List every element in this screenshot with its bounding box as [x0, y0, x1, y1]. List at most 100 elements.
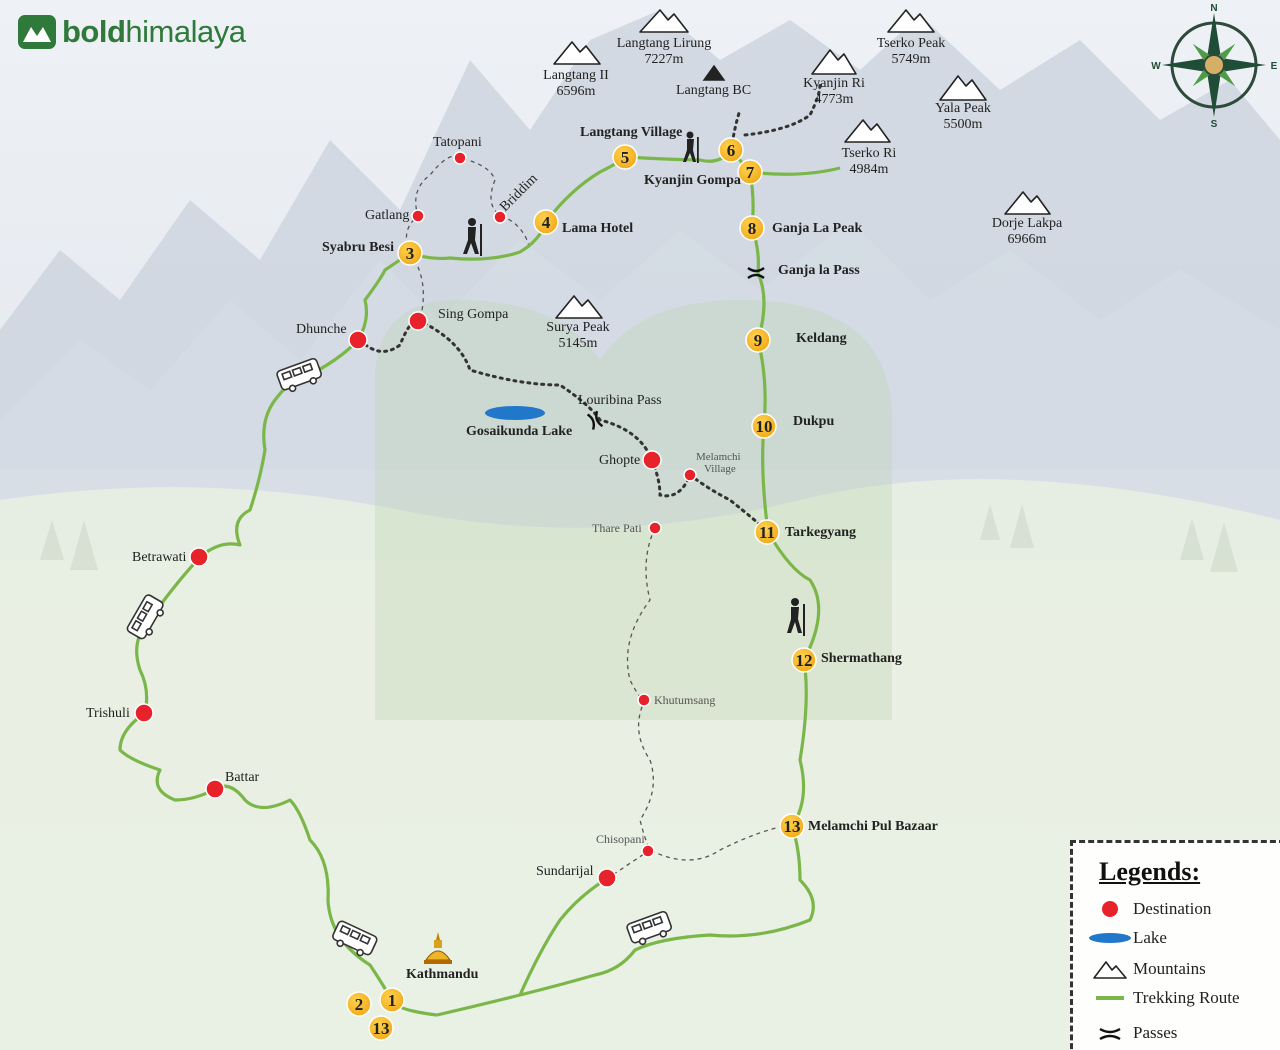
- destination-ghopte: [642, 450, 662, 470]
- label-kathmandu: Kathmandu: [406, 967, 479, 982]
- stop-marker: 5: [612, 144, 638, 170]
- label-chisopani: Chisopani: [596, 832, 645, 846]
- stop-number: 4: [542, 213, 551, 232]
- mountain-name: Dorje Lakpa: [992, 216, 1063, 231]
- compass-e: E: [1271, 61, 1278, 72]
- mountain-icon: [553, 41, 601, 65]
- stop-circle: [612, 144, 638, 170]
- legend-label: Lake: [1133, 928, 1167, 947]
- hiker-icon: [683, 131, 699, 163]
- destination-sundarijal: [597, 868, 617, 888]
- legend-item-destination: Destination: [1087, 899, 1211, 919]
- pass-icon: [1099, 1027, 1121, 1041]
- label-khutumsang: Khutumsang: [654, 693, 715, 707]
- stop-circle: [791, 647, 817, 673]
- stop-marker: 1: [379, 987, 405, 1013]
- stop-marker: 8: [739, 215, 765, 241]
- stop-marker: 12: [791, 647, 817, 673]
- bus-icons: [126, 357, 672, 957]
- mountain-name: Langtang Lirung: [617, 36, 711, 51]
- brand-logo[interactable]: boldhimalaya: [18, 14, 246, 50]
- label-sundarijal: Sundarijal: [536, 864, 594, 879]
- legend-item-lake: Lake: [1087, 928, 1167, 948]
- stop-circle: [346, 991, 372, 1017]
- compass: N S E W: [1151, 3, 1277, 130]
- legend-item-trekking-route: Trekking Route: [1087, 988, 1240, 1008]
- logo-icon: [18, 15, 56, 49]
- destination-betrawati: [189, 547, 209, 567]
- label-gosaikunda: Gosaikunda Lake: [466, 424, 572, 439]
- mountain-name: Langtang II: [543, 68, 609, 83]
- destination-melamchi-village: [683, 468, 697, 482]
- bus-icon: [332, 920, 378, 957]
- mountain-icon: [1004, 191, 1051, 215]
- legend-label: Destination: [1133, 899, 1212, 918]
- mountain-name: Kyanjin Ri: [803, 76, 865, 91]
- mountain-icon: [887, 9, 935, 33]
- destination-dots: [134, 151, 697, 888]
- stop-circle: [751, 413, 777, 439]
- stop-number: 8: [748, 219, 757, 238]
- destination-thare-pati: [648, 521, 662, 535]
- stop-marker: 9: [745, 327, 771, 353]
- stop-circle: [754, 519, 780, 545]
- legend-label: Mountains: [1133, 959, 1206, 978]
- destination-chisopani: [641, 844, 655, 858]
- compass-w: W: [1151, 61, 1161, 72]
- label-thare-pati: Thare Pati: [592, 521, 642, 535]
- label-melamchi-pul-bazaar: Melamchi Pul Bazaar: [808, 819, 938, 834]
- stop-number: 7: [746, 163, 755, 182]
- pass-icons: [586, 267, 765, 430]
- mountain-height: 4984m: [850, 162, 889, 177]
- stop-circle: [379, 987, 405, 1013]
- destination-icon: [1102, 901, 1118, 917]
- bus-icon: [126, 594, 164, 640]
- mountain-height: 6966m: [1008, 232, 1047, 247]
- mountain-icon: [939, 75, 987, 101]
- label-ganja-la-pass: Ganja la Pass: [778, 263, 860, 278]
- mountain-icon: [1093, 961, 1127, 979]
- forest-band: [0, 479, 1280, 1050]
- stop-number: 1: [388, 991, 397, 1010]
- stupa-icon: [424, 932, 452, 964]
- mountain-height: 6596m: [557, 84, 596, 99]
- stop-marker: 10: [751, 413, 777, 439]
- destination-tatopani: [453, 151, 467, 165]
- mountain-icons: [553, 9, 1051, 319]
- mountain-icon: [811, 49, 857, 75]
- gosaikunda-lake-shape: [485, 406, 545, 420]
- label-village: Village: [704, 463, 736, 475]
- legend-label: Trekking Route: [1133, 988, 1240, 1007]
- mountain-icon: [844, 119, 891, 143]
- stop-number: 13: [784, 817, 801, 836]
- legend-item-passes: Passes: [1087, 1023, 1177, 1043]
- label-langtang-bc: Langtang BC: [676, 83, 751, 98]
- label-betrawati: Betrawati: [132, 550, 187, 565]
- pass-icon: [586, 410, 604, 430]
- bus-icon: [276, 357, 322, 393]
- label-keldang: Keldang: [796, 331, 847, 346]
- label-lama-hotel: Lama Hotel: [562, 221, 633, 236]
- watermark-logo: [375, 300, 892, 720]
- bus-icon: [626, 910, 672, 946]
- stop-number: 5: [621, 148, 630, 167]
- label-langtang-village: Langtang Village: [580, 125, 682, 140]
- stop-marker: 2: [346, 991, 372, 1017]
- stop-marker: 4: [533, 209, 559, 235]
- label-dhunche: Dhunche: [296, 322, 347, 337]
- stop-marker: 13: [368, 1015, 394, 1041]
- destination-briddim: [493, 210, 507, 224]
- label-dukpu: Dukpu: [793, 414, 834, 429]
- stop-circle: [779, 813, 805, 839]
- mountain-height: 5500m: [944, 117, 983, 132]
- destination-gatlang: [411, 209, 425, 223]
- mountain-icon: [555, 295, 603, 319]
- label-ghopte: Ghopte: [599, 453, 640, 468]
- destination-trishuli: [134, 703, 154, 723]
- label-kyanjin-gompa: Kyanjin Gompa: [644, 173, 741, 188]
- legend-title: Legends:: [1099, 857, 1201, 886]
- label-tatopani: Tatopani: [433, 135, 482, 150]
- mountain-range-front: [0, 220, 1280, 560]
